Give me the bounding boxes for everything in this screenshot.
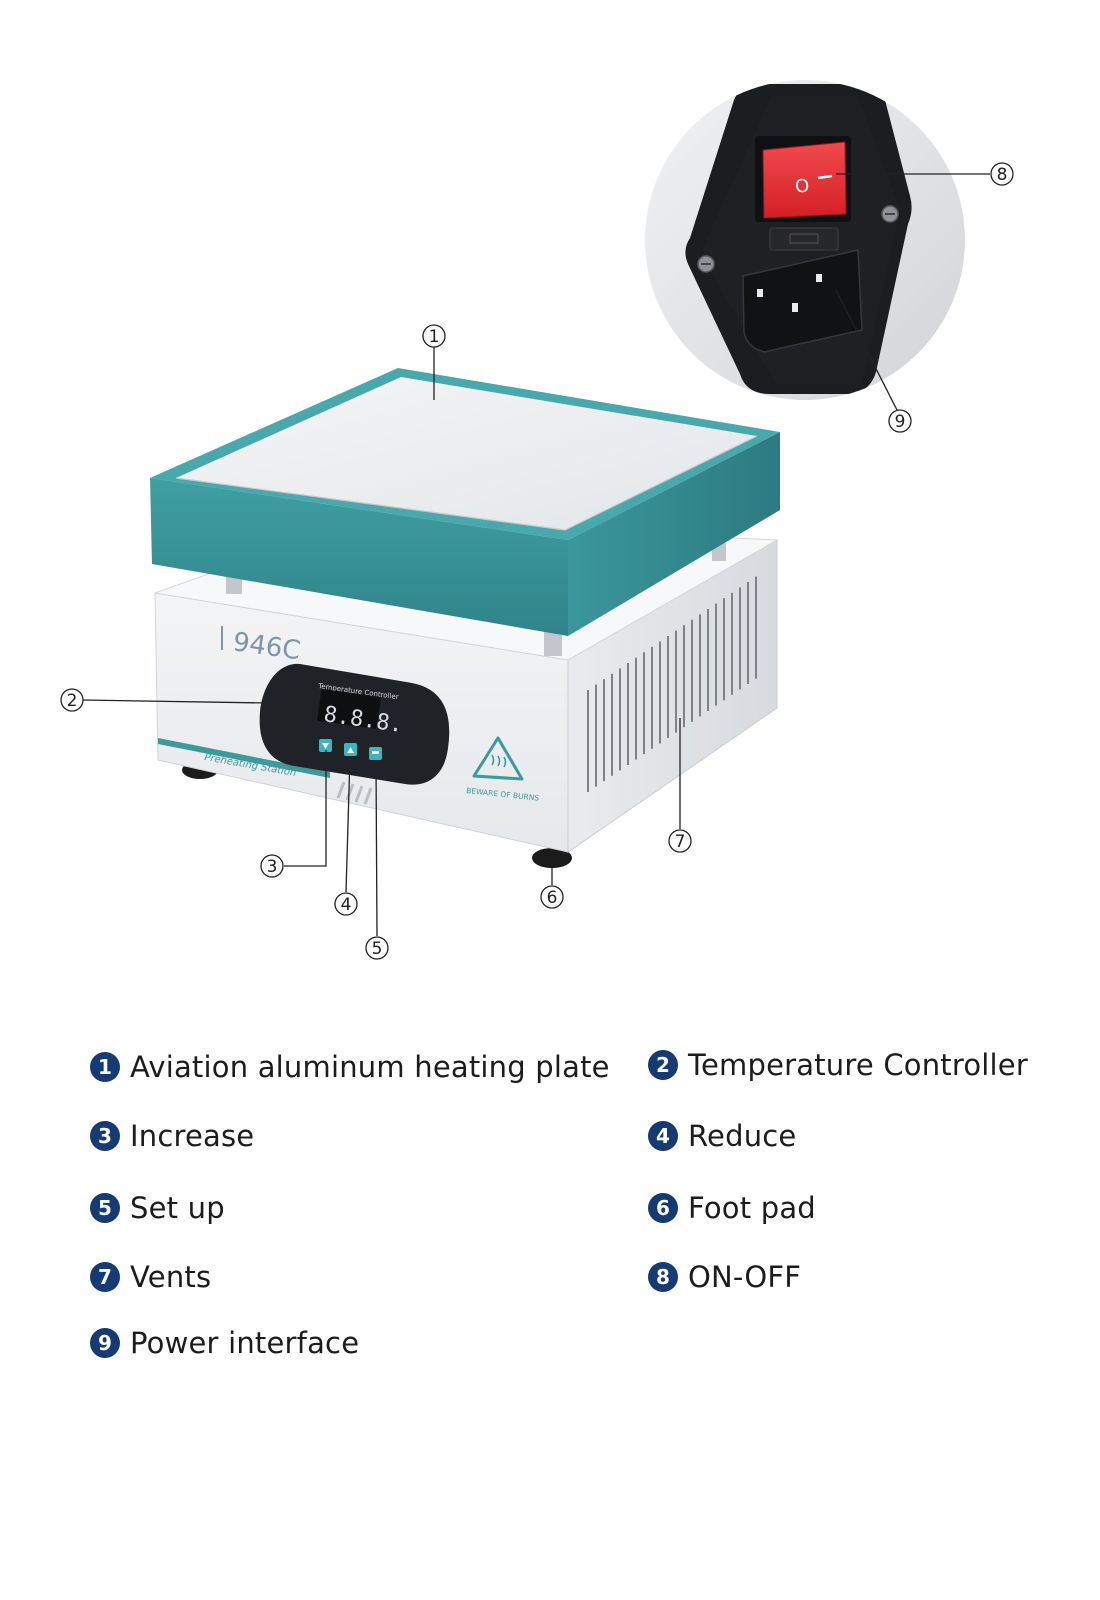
plate-surface xyxy=(176,377,757,530)
callout-2-text: 2 xyxy=(67,691,78,711)
callout-3: 3 xyxy=(260,854,284,878)
callout-6: 6 xyxy=(540,885,564,909)
callout-1: 1 xyxy=(422,324,446,348)
fuse-drawer-slot xyxy=(789,233,819,244)
vents xyxy=(587,576,757,792)
callout-1-text: 1 xyxy=(429,327,440,347)
callout-lines xyxy=(82,173,990,937)
socket-pin-right xyxy=(816,274,822,282)
switch-off-mark: O xyxy=(794,175,811,198)
power-socket[interactable] xyxy=(742,249,863,353)
chevron-down-icon xyxy=(322,743,329,749)
callout-numbers: 1 2 3 4 5 6 7 8 9 xyxy=(60,162,1014,960)
callout-4-text: 4 xyxy=(341,895,352,915)
heat-waves-icon xyxy=(491,754,507,768)
leader-5 xyxy=(375,761,378,937)
chevron-up-icon xyxy=(347,747,354,753)
callout-3-text: 3 xyxy=(267,857,278,877)
on-off-switch[interactable] xyxy=(762,141,847,219)
switch-on-mark xyxy=(817,174,833,180)
leader-2 xyxy=(82,699,269,704)
temperature-display xyxy=(317,689,381,729)
temperature-controller-panel: Temperature Controller 8.8.8. xyxy=(259,663,450,785)
plate-frame-front xyxy=(150,478,568,636)
power-switch-inset: O xyxy=(645,80,965,400)
callout-8: 8 xyxy=(990,162,1014,186)
callout-2: 2 xyxy=(60,688,84,712)
fuse-drawer xyxy=(769,227,839,251)
plate-frame-side xyxy=(568,432,780,636)
socket-pin-earth xyxy=(792,303,798,312)
hot-surface-icon xyxy=(472,736,524,781)
socket-pin-left xyxy=(757,289,763,297)
foot-pad-front xyxy=(532,848,572,868)
callout-7-text: 7 xyxy=(675,832,686,852)
callout-5-text: 5 xyxy=(372,939,383,959)
callout-9-text: 9 xyxy=(895,412,906,432)
plate-leg-front xyxy=(544,630,562,656)
callout-7: 7 xyxy=(668,829,692,853)
callout-6-text: 6 xyxy=(547,888,558,908)
callout-8-text: 8 xyxy=(997,165,1008,185)
body-diagonal-stripes xyxy=(336,781,373,805)
leader-4 xyxy=(345,755,351,893)
callout-9: 9 xyxy=(888,409,912,433)
callout-4: 4 xyxy=(334,892,358,916)
leader-3 xyxy=(284,750,327,867)
leader-9 xyxy=(835,289,898,411)
set-icon xyxy=(372,751,379,754)
callout-5: 5 xyxy=(365,936,389,960)
heating-plate xyxy=(150,368,780,636)
plate-inner-edge xyxy=(175,435,758,531)
body-stripe xyxy=(158,738,330,778)
